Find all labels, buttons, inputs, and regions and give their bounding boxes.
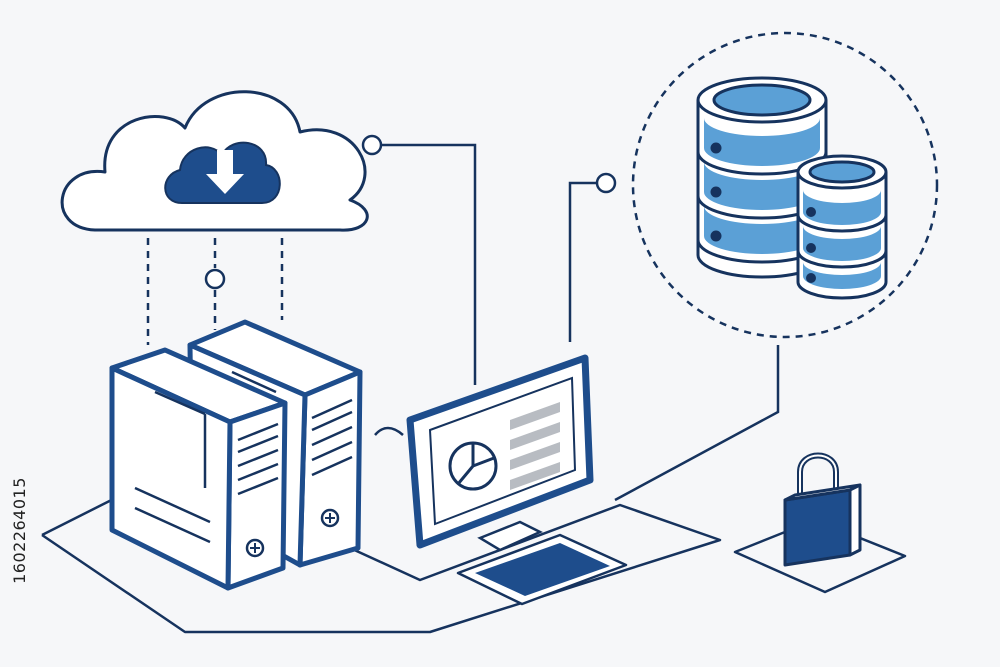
cloud-download-icon	[60, 90, 369, 232]
stock-id-text: 1602264015	[9, 476, 29, 584]
connection-nodes	[204, 134, 617, 290]
keyboard-icon	[456, 533, 628, 606]
pie-chart-icon	[448, 441, 498, 491]
stock-id-label: 1602264015	[4, 420, 34, 640]
padlock-icon	[783, 452, 862, 567]
monitor-icon	[406, 354, 594, 552]
connection-lines	[146, 143, 780, 502]
database-icon	[796, 154, 888, 300]
server-icon	[109, 347, 288, 591]
database-zone	[631, 31, 939, 339]
